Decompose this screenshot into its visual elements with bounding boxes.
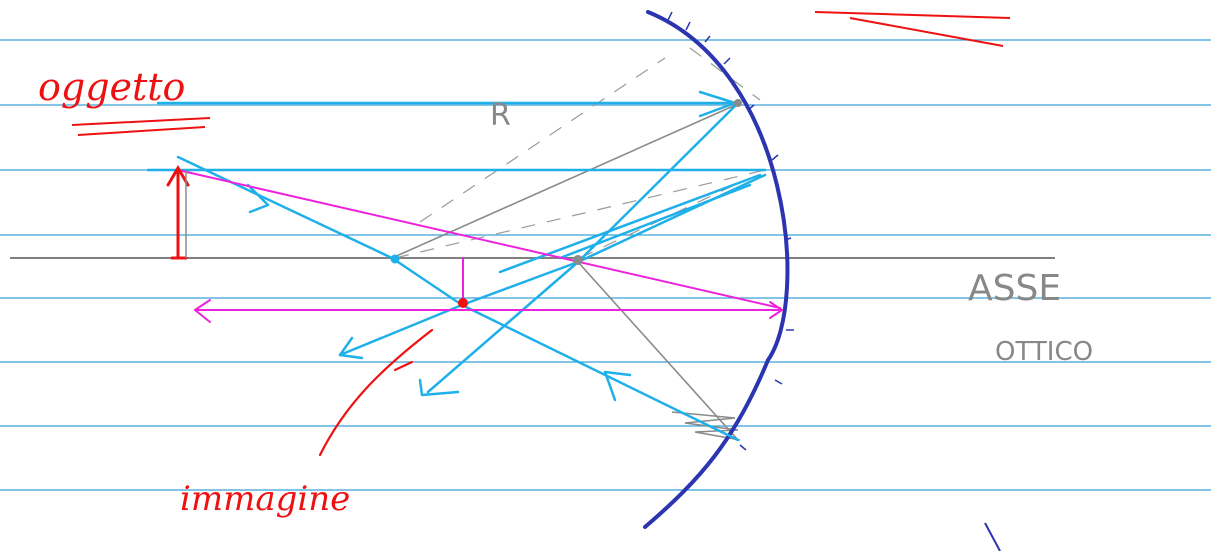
magenta-ray-object-to-mirror	[177, 169, 781, 309]
focal-point	[573, 255, 583, 265]
construction-lines	[394, 47, 766, 259]
magenta-rays	[177, 169, 783, 323]
cyan-rays	[146, 90, 767, 442]
magenta-arrowhead-right	[769, 301, 783, 319]
ray-reflected-arrowhead	[418, 378, 460, 397]
radius-line-lower	[577, 261, 739, 441]
radius-label: R	[490, 98, 511, 133]
ray-return-arrowhead	[603, 370, 632, 402]
top-right-red-strokes	[814, 11, 1011, 47]
concave-mirror	[643, 10, 790, 529]
object-label-underline	[71, 117, 211, 136]
ray-through-center	[176, 155, 740, 442]
optical-axis-label-line2: OTTICO	[995, 337, 1093, 367]
object-arrow	[166, 165, 190, 260]
radius-lines	[391, 102, 766, 441]
ray-reflected-through-focus	[426, 101, 740, 394]
image-point	[458, 298, 468, 308]
ray-reflected-through-focus-2	[338, 173, 767, 357]
ray-reflected-arrowhead-2	[338, 336, 364, 360]
ray-center-arrowhead	[246, 183, 270, 214]
bottom-right-mark	[984, 522, 1001, 551]
magenta-arrowhead-left	[194, 299, 211, 323]
center-of-curvature-point	[390, 254, 400, 264]
image-pointer	[318, 328, 434, 457]
object-label: oggetto	[38, 65, 185, 109]
optical-axis-label-line1: ASSE	[968, 268, 1061, 309]
mirror-point-top	[734, 99, 742, 107]
image-label: immagine	[180, 479, 350, 519]
mirror-hatching	[667, 11, 794, 451]
